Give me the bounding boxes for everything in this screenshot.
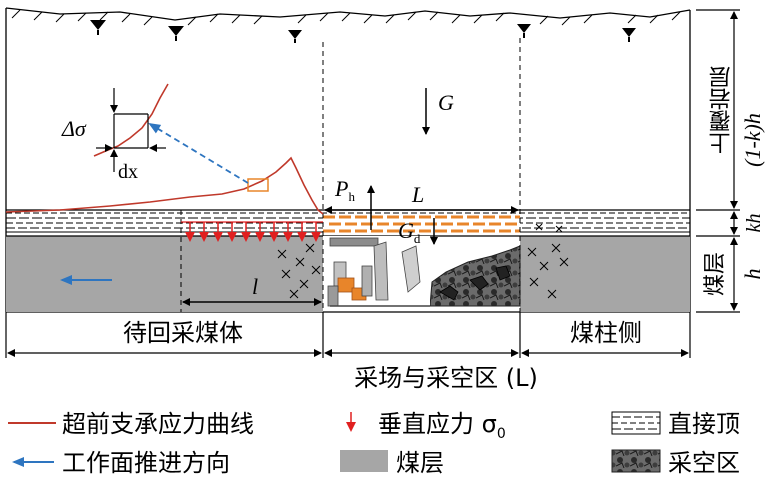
g-label: G <box>438 90 454 115</box>
vertical-stress-arrows <box>181 221 323 242</box>
roof-hatch-mined <box>323 214 520 236</box>
ground-surface <box>5 7 691 43</box>
legend-coal-swatch <box>340 450 388 472</box>
l-label: L <box>411 182 424 207</box>
upper-thickness-label: (1-k)h <box>740 113 765 167</box>
abutment-stress-curve <box>5 83 324 215</box>
goaf-rubble <box>429 245 521 307</box>
legend-stress-subscript: 0 <box>497 426 506 442</box>
small-l-label: l <box>252 274 258 299</box>
legend-goaf-swatch <box>611 449 661 473</box>
delta-sigma-inset <box>96 88 166 172</box>
legend-roof-label: 直接顶 <box>668 410 740 438</box>
zone-left-label: 待回采煤体 <box>123 319 243 347</box>
zone-right-label: 煤柱侧 <box>570 319 642 347</box>
fracture-marks <box>277 223 569 299</box>
coal-layer-label: 煤层 <box>703 252 728 296</box>
right-dimensions <box>696 9 740 313</box>
gd-label: Gd <box>398 218 421 246</box>
gd-subscript: d <box>414 231 421 246</box>
legend: 超前支承应力曲线 工作面推进方向 垂直应力 σ0 煤层 直接顶 采空区 <box>8 410 740 477</box>
legend-roof-swatch <box>611 411 661 435</box>
zone-middle-label: 采场与采空区 (L) <box>354 364 538 392</box>
legend-curve-label: 超前支承应力曲线 <box>62 410 254 438</box>
upper-layer-label: 上覆岩层 <box>709 66 735 154</box>
ph-label: Ph <box>334 176 355 204</box>
delta-sigma-label: Δσ <box>61 116 87 141</box>
zone-dimensions <box>5 312 691 358</box>
ph-subscript: h <box>348 189 355 204</box>
legend-stress-swatch <box>346 412 356 432</box>
coal-seam <box>6 223 690 312</box>
immediate-thickness-label: kh <box>743 214 765 233</box>
legend-goaf-label: 采空区 <box>668 449 740 477</box>
mining-face-supports <box>323 236 430 307</box>
zone-boundaries <box>180 38 521 312</box>
legend-advance-label: 工作面推进方向 <box>62 449 230 477</box>
coal-thickness-label: h <box>740 269 765 280</box>
legend-stress-label: 垂直应力 σ0 <box>378 410 506 442</box>
force-arrows <box>182 88 519 306</box>
dx-label: dx <box>118 161 138 183</box>
immediate-roof-layer <box>6 212 690 236</box>
legend-coal-label: 煤层 <box>396 449 444 477</box>
